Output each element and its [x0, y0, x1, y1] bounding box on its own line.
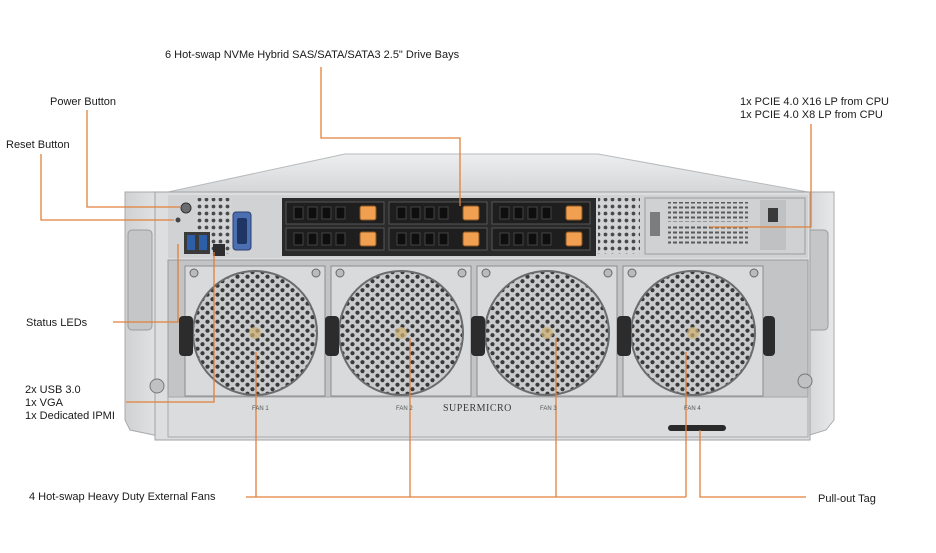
label-fans: 4 Hot-swap Heavy Duty External Fans — [29, 491, 216, 503]
fan-handle-icon — [763, 316, 775, 356]
drive-tray — [491, 201, 591, 225]
drive-tray — [285, 201, 385, 225]
mid-vent — [598, 198, 640, 254]
label-pcie-x16: 1x PCIE 4.0 X16 LP from CPU — [740, 96, 889, 108]
callout-drive-bays — [320, 67, 461, 206]
callout-status-leds — [113, 244, 179, 323]
drive-tray — [491, 227, 591, 251]
label-reset-button: Reset Button — [6, 139, 70, 151]
brand-logo: SUPERMICRO — [443, 403, 512, 414]
fan-module — [325, 265, 472, 397]
drive-tray — [388, 227, 488, 251]
fan-handle-icon — [617, 316, 631, 356]
fan-module — [179, 265, 326, 397]
chassis-top — [167, 153, 809, 193]
fan-handle-icon — [471, 316, 485, 356]
drive-tray — [285, 227, 385, 251]
fan-handle-icon — [179, 316, 193, 356]
fan-label-4: FAN 4 — [684, 406, 701, 412]
label-usb: 2x USB 3.0 — [25, 384, 81, 396]
fan-label-3: FAN 3 — [540, 406, 557, 412]
drive-latch-icon — [462, 231, 480, 247]
pull-out-tag-handle — [668, 425, 726, 431]
callout-pcie — [710, 124, 812, 228]
drive-latch-icon — [359, 205, 377, 221]
power-button-icon — [180, 202, 192, 214]
label-pcie-x8: 1x PCIE 4.0 X8 LP from CPU — [740, 109, 883, 121]
fan-module — [471, 265, 618, 397]
drive-latch-icon — [462, 205, 480, 221]
label-drive-bays: 6 Hot-swap NVMe Hybrid SAS/SATA/SATA3 2.… — [165, 49, 460, 61]
label-power-button: Power Button — [50, 96, 117, 108]
drive-latch-icon — [565, 231, 583, 247]
label-ipmi: 1x Dedicated IPMI — [25, 410, 115, 422]
callout-power — [86, 110, 180, 208]
label-pullout-tag: Pull-out Tag — [818, 493, 876, 505]
callout-io — [126, 252, 215, 403]
label-pcie: 1x PCIE 4.0 X16 LP from CPU 1x PCIE 4.0 … — [740, 96, 889, 122]
fan-handle-icon — [325, 316, 339, 356]
drive-latch-icon — [565, 205, 583, 221]
fan-label-1: FAN 1 — [252, 406, 269, 412]
reset-button-icon — [175, 217, 181, 223]
drive-latch-icon — [359, 231, 377, 247]
callout-reset — [40, 154, 174, 221]
label-io-ports: 2x USB 3.0 1x VGA 1x Dedicated IPMI — [25, 384, 115, 423]
fan-label-2: FAN 2 — [396, 406, 413, 412]
ipmi-port — [213, 244, 225, 256]
label-status-leds: Status LEDs — [26, 317, 88, 329]
drive-tray — [388, 201, 488, 225]
label-vga: 1x VGA — [25, 397, 63, 409]
fan-module — [617, 265, 764, 397]
callout-pullout — [699, 430, 806, 498]
